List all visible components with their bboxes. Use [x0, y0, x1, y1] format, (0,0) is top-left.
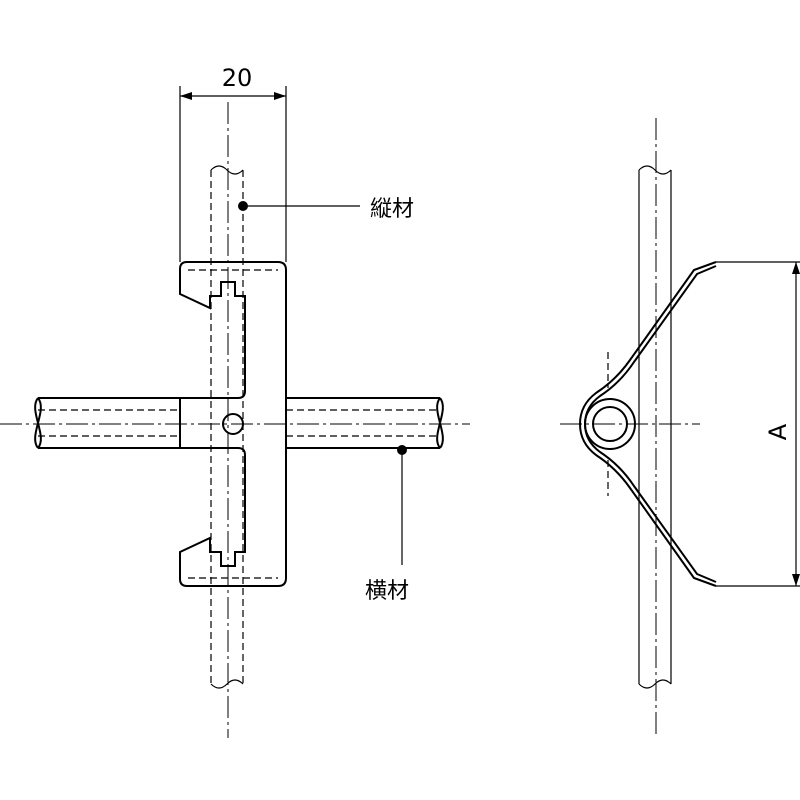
- vertical-member: [210, 165, 244, 689]
- width-dimension: 20: [179, 64, 287, 262]
- width-dimension-label: 20: [222, 64, 253, 92]
- dimension-a: A: [716, 261, 800, 587]
- vertical-member-label: 縦材: [370, 197, 414, 222]
- vertical-member-leader: 縦材: [238, 197, 414, 222]
- clip-front: [179, 261, 287, 587]
- horizontal-member-label: 横材: [365, 579, 409, 604]
- bolt-hole: [222, 413, 244, 435]
- dimension-a-label: A: [764, 423, 792, 440]
- horizontal-member-leader: 横材: [365, 445, 409, 604]
- side-vertical-member: [638, 165, 672, 689]
- side-view: A: [560, 118, 800, 738]
- horizontal-member: [34, 397, 444, 449]
- horizontal-member-section: [584, 398, 636, 450]
- front-view: 20 縦材 横材: [0, 64, 470, 738]
